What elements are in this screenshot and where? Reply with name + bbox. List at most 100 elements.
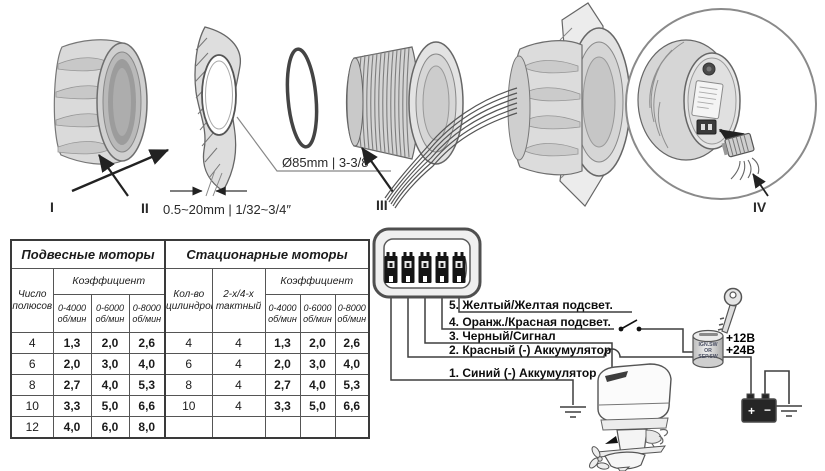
battery-icon: + − [741,393,777,423]
table-cell: 6,6 [128,395,166,417]
mounting-panel-part: II 0.5~20mm | 1/32~3/4″ Ø85mm | 3-3/8″ [71,26,391,217]
table-cell: 3,0 [299,353,336,375]
table-cell: 4 [10,332,54,354]
wire-label-4: 4. Оранж./Красная подсвет. [449,315,611,329]
gauge-back-view: IV [625,8,817,215]
table-cell: 4,0 [299,374,336,396]
pointer-arrow-part4 [752,173,769,197]
connector-socket [696,119,717,135]
spec-label-plate [691,80,724,120]
threaded-nut-part: III [345,41,464,213]
pointer-arrow-part2 [71,148,170,193]
table-cell: 6,0 [90,416,130,439]
table-cell: 12 [10,416,54,439]
wire-3-black-signal [424,283,613,371]
parts-diagram: I II 0.5~20mm | 1/32~3/4″ Ø85mm | 3-3/8″ [50,2,817,217]
table-cell: 5,3 [334,374,370,396]
wire-2-red-battery [407,283,752,397]
table-cell: 8 [10,374,54,396]
part-numeral-1: I [50,199,54,215]
table-cell: 4,0 [128,353,166,375]
stroke-header: 2-х/4-х тактный [211,268,266,333]
coefficient-header: Коэффициент [264,268,370,295]
ignition-switch-icon: IGN.SW OR SEP.SW [692,329,724,369]
table-cell: 4,0 [334,353,370,375]
outboard-motor-icon [589,363,672,471]
inboard-motors-table: Стационарные моторы Кол-во цилиндров 2-х… [164,239,371,439]
toggle-switch-symbol [618,319,642,332]
wire-plug [721,132,755,158]
table-cell: 8,0 [128,416,166,439]
table-cell [164,416,213,439]
gauge-connector-icon [372,227,482,299]
table-cell: 4 [164,332,213,354]
poles-header: Число полюсов [10,268,54,333]
table-cell: 6,6 [334,395,370,417]
ignition-switch-text: SEP.SW [698,354,718,360]
outboard-table-title: Подвесные моторы [10,239,166,269]
outboard-motors-table: Подвесные моторы Число полюсов Коэффицие… [10,239,167,439]
assembled-gauge-drawing [384,2,631,209]
table-cell: 4 [211,395,266,417]
table-cell: 10 [10,395,54,417]
ground-symbol-left [560,406,586,418]
table-cell: 6 [164,353,213,375]
table-cell: 1,3 [52,332,92,354]
table-cell: 2,0 [264,353,301,375]
voltage-12v-label: +12В [726,331,755,345]
table-row [164,416,370,439]
trim-arrow [605,436,618,444]
wire-1-blue-battery [390,283,574,405]
table-cell [211,416,266,439]
table-cell: 10 [164,395,213,417]
battery-plus-sign: + [748,404,755,418]
wire-label-2: 2. Красный (-) Аккумулятор [449,343,611,357]
pointer-arrow-part3 [361,147,394,193]
table-cell: 5,3 [128,374,166,396]
table-cell: 4,0 [90,374,130,396]
gauge-wires [384,87,518,209]
table-cell: 2,0 [52,353,92,375]
part-numeral-3: III [376,197,388,213]
inboard-table-title: Стационарные моторы [164,239,370,269]
table-cell: 2,6 [128,332,166,354]
plug-wires [730,157,760,181]
o-ring-seal [285,47,319,149]
table-cell: 5,0 [299,395,336,417]
table-cell: 2,7 [264,374,301,396]
part-numeral-2: II [141,200,149,216]
bezel-ring-part: I [50,39,148,215]
table-cell: 3,3 [52,395,92,417]
table-cell [334,416,370,439]
coefficient-header: Коэффициент [52,268,166,295]
table-cell: 4,0 [52,416,92,439]
table-cell: 2,7 [52,374,92,396]
wiring-diagram: IGN.SW OR SEP.SW +12В +24В + − [372,227,802,471]
table-cell: 1,3 [264,332,301,354]
table-cell: 2,0 [299,332,336,354]
wire-label-3: 3. Черный/Сигнал [449,329,556,343]
ignition-switch-text: OR [704,348,712,354]
pointer-arrow-part1 [98,154,129,197]
wire-label-1: 1. Синий (-) Аккумулятор [449,366,596,380]
table-cell: 3,0 [90,353,130,375]
cylinders-header: Кол-во цилиндров [164,268,213,333]
table-cell: 6 [10,353,54,375]
ground-symbol-right [764,370,802,417]
table-cell: 2,6 [334,332,370,354]
table-cell [264,416,301,439]
voltage-24v-label: +24В [726,343,755,357]
